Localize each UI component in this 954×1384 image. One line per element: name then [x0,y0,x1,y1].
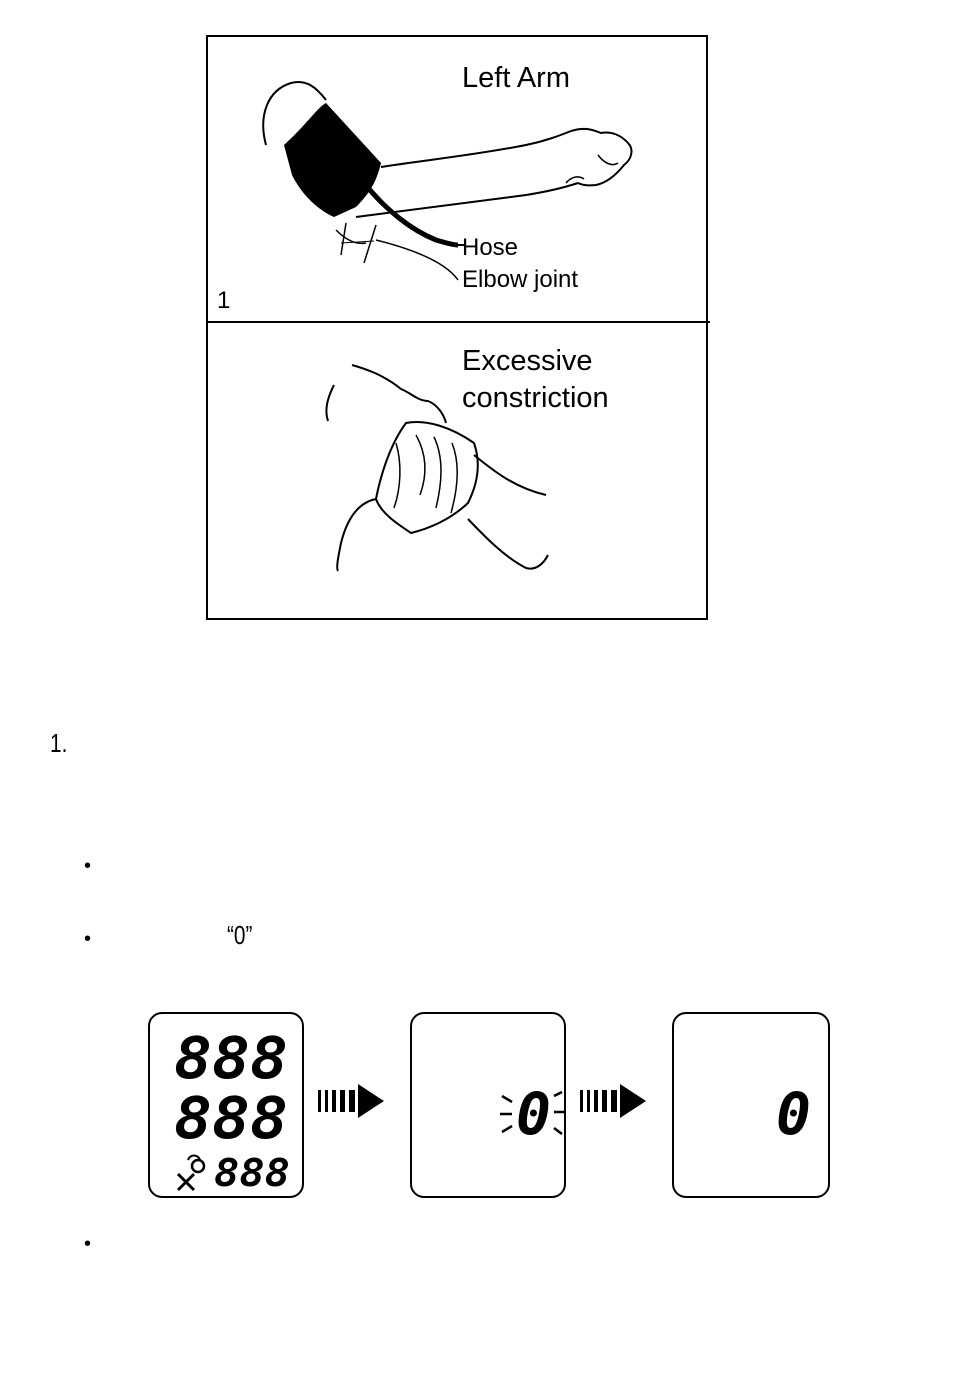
heart-memory-icon [176,1154,206,1192]
bullet-3: • [84,1233,92,1255]
lcd-row-3: 888 [214,1151,290,1195]
hose-label: Hose [462,234,519,261]
lcd-zero-value: 0 [516,1080,551,1148]
blink-rays-icon [500,1090,564,1135]
step-number: 1. [50,728,68,758]
bullet-1: • [84,855,92,877]
excessive-constriction-illustration [325,364,549,572]
lcd-row-1: 888 [174,1024,288,1092]
panel-number: 1 [217,287,231,314]
lcd-zero-value: 0 [776,1080,811,1148]
left-arm-cuff-illustration [262,81,633,281]
lcd-segments: 888 888 888 [174,1024,290,1195]
lcd-screen-zero: 0 [672,1012,830,1198]
arrow-right-icon [580,1084,646,1118]
lcd-screen-all-segments: 888 888 888 [148,1012,304,1198]
arrow-right-icon [318,1084,384,1118]
elbow-joint-label: Elbow joint [462,266,579,293]
zero-quote: “0” [227,920,253,950]
illustration-frame [206,35,708,620]
left-arm-label: Left Arm [462,62,570,94]
lcd-segments: 0 [776,1080,811,1148]
lcd-row-2: 888 [174,1084,288,1152]
constriction-label: constriction [462,382,609,414]
panel-divider [206,321,710,323]
lcd-screen-blinking-zero: 0 [410,1012,566,1198]
bullet-2: • [84,928,92,950]
lcd-segments: 0 [500,1080,564,1148]
excessive-label: Excessive [462,345,593,377]
